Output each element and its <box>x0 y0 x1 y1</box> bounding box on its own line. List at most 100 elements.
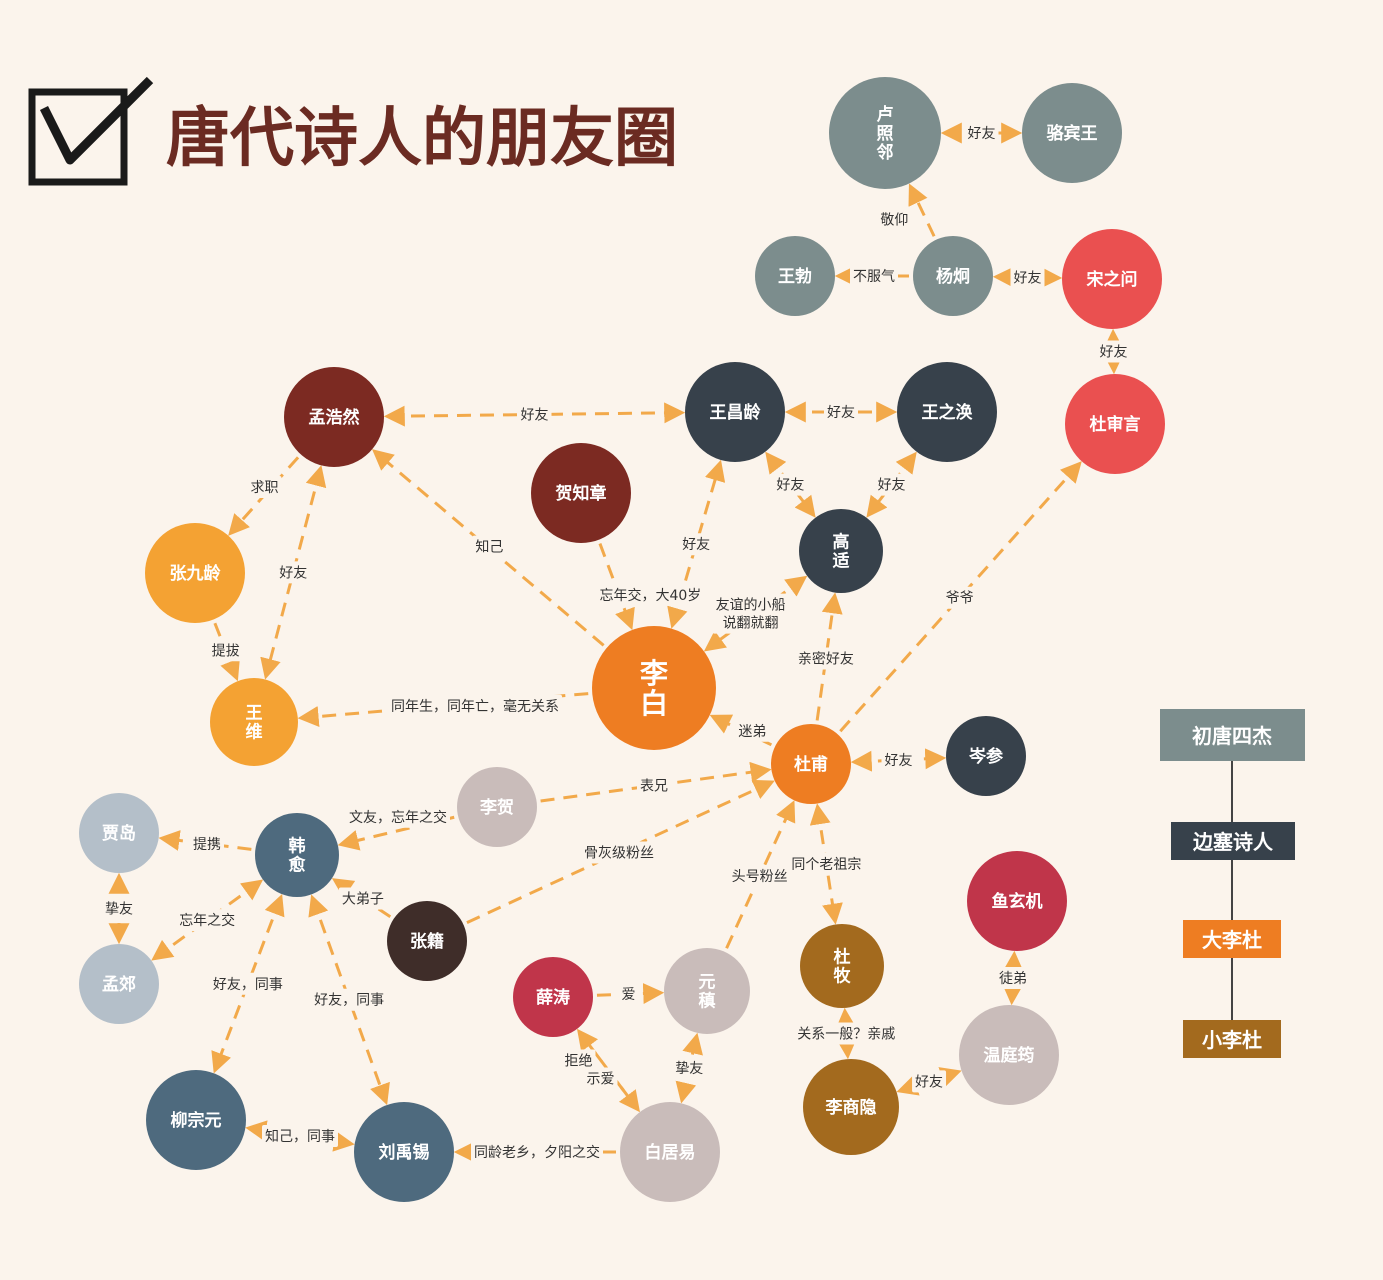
node-circle-dufu <box>771 724 851 804</box>
edge-label-xuetao-yuanzhen: 爱 <box>622 987 636 1003</box>
edge-label-hanyu-liuzongyuan: 好友，同事 <box>213 977 283 993</box>
edge-label-xuetao-baijuyi: 示爱 <box>586 1072 614 1088</box>
edge-label-bg <box>311 988 388 1011</box>
node-label-wangbo: 王勃 <box>778 266 812 287</box>
edge-label-menghaoran-wangwei: 好友 <box>279 565 307 581</box>
edge-label-bg <box>773 473 808 496</box>
edge-label-bg <box>190 832 225 855</box>
node-label-liuzongyuan: 柳宗元 <box>171 1110 222 1131</box>
node-circle-lu <box>829 77 941 189</box>
node-label-dumu: 杜牧 <box>834 947 852 987</box>
node-label-zhangjiuling: 张九龄 <box>170 563 222 584</box>
node-circle-zhangjiuling <box>145 523 245 623</box>
node-luo: 骆宾王 <box>1022 83 1122 183</box>
node-label-yuanzhen: 元稹 <box>699 973 716 1012</box>
edge-label-bg <box>850 265 898 287</box>
edge-label-bg <box>561 1049 596 1072</box>
node-xuetao: 薛涛 <box>513 957 593 1037</box>
node-circle-menghaoran <box>284 367 384 467</box>
legend-box-early-tang <box>1160 709 1305 761</box>
node-label-lu: 卢照邻 <box>877 104 894 163</box>
node-circle-songzhiwen <box>1062 229 1162 329</box>
edge-label-wangchangling-gaoshi: 好友 <box>776 478 804 494</box>
node-yangjiong: 杨炯 <box>913 236 993 316</box>
node-circle-censhen <box>946 716 1026 796</box>
edge-label-yangjiong-wangbo: 不服气 <box>853 269 895 285</box>
node-circle-wentingyun <box>959 1005 1059 1105</box>
node-circle-libai <box>592 626 716 750</box>
edge-label-dufu-dumu: 同个老祖宗 <box>791 857 861 873</box>
node-label-mengjiao: 孟郊 <box>102 974 136 995</box>
edge-label-dufu-dushenyan: 爷爷 <box>946 591 974 607</box>
edge-label-bg <box>735 719 770 742</box>
node-wangbo: 王勃 <box>755 236 835 316</box>
edge-lihe-hanyu <box>337 815 455 851</box>
node-label-gaoshi: 高适 <box>833 532 850 572</box>
edge-label-bg <box>583 1067 618 1090</box>
edge-dufu-censhen <box>850 748 947 772</box>
edge-label-bg <box>824 401 858 423</box>
edge-label-bg <box>672 1057 707 1080</box>
node-baijuyi: 白居易 <box>620 1102 720 1202</box>
node-gaoshi: 高适 <box>799 509 883 593</box>
node-yuanzhen: 元稹 <box>664 948 750 1034</box>
edge-label-hanyu-liuyuxi: 好友，同事 <box>314 993 384 1009</box>
node-label-yuxuanji: 鱼玄机 <box>992 891 1043 912</box>
edge-label-libai-wangchangling: 好友 <box>682 537 710 553</box>
edge-label-gaoshi-libai: 友谊的小船说翻就翻 <box>716 598 786 632</box>
node-circle-wangchangling <box>685 362 785 462</box>
edge-label-zhangjiuling-wangwei: 提拔 <box>212 643 240 659</box>
node-circle-liuzongyuan <box>146 1070 246 1170</box>
node-liuyuxi: 刘禹锡 <box>354 1102 454 1202</box>
legend-label-small-li-du: 小李杜 <box>1202 1028 1262 1052</box>
edge-label-menghaoran-wangchangling: 好友 <box>521 408 549 424</box>
node-label-baijuyi: 白居易 <box>645 1142 696 1163</box>
legend-label-frontier: 边塞诗人 <box>1192 830 1274 854</box>
edge-yangjiong-lu <box>908 183 936 237</box>
node-circle-dushenyan <box>1065 374 1165 474</box>
edge-label-bg <box>788 853 865 876</box>
node-label-lishangyin: 李商隐 <box>826 1097 877 1118</box>
edge-label-hanyu-jiadao: 提携 <box>193 837 221 853</box>
node-libai: 李白 <box>592 626 716 750</box>
node-label-censhen: 岑参 <box>969 746 1003 767</box>
node-jiadao: 贾岛 <box>79 793 159 873</box>
node-wentingyun: 温庭筠 <box>959 1005 1059 1105</box>
edge-label-zhangji-dufu: 骨灰级粉丝 <box>584 846 654 862</box>
edge-dumu-lishangyin <box>835 1007 858 1060</box>
node-zhangjiuling: 张九龄 <box>145 523 245 623</box>
edge-label-bg <box>581 841 657 864</box>
edge-label-bg <box>388 694 563 717</box>
node-label-menghaoran: 孟浩然 <box>309 407 360 428</box>
node-label-liuyuxi: 刘禹锡 <box>379 1142 430 1163</box>
node-wangchangling: 王昌龄 <box>685 362 785 462</box>
edge-label-bg <box>471 1141 603 1163</box>
node-circle-wangzhihuan <box>897 362 997 462</box>
edge-label-bg <box>1010 266 1045 289</box>
edge-label-dumu-lishangyin: 关系一般？亲戚 <box>797 1027 895 1043</box>
node-label-hanyu: 韩愈 <box>289 836 307 876</box>
node-circle-dumu <box>800 924 884 1008</box>
edge-menghaoran-wangwei <box>260 465 327 680</box>
edge-hanyu-liuzongyuan <box>211 894 285 1074</box>
node-label-wangwei: 王维 <box>246 704 263 743</box>
node-wangwei: 王维 <box>210 678 298 766</box>
edge-label-bg <box>517 403 552 426</box>
edge-hanyu-liuyuxi <box>308 894 390 1106</box>
edge-label-bg <box>877 208 912 231</box>
legend-label-big-li-du: 大李杜 <box>1202 928 1262 952</box>
edge-label-menghaoran-zhangjiuling: 求职 <box>251 480 279 496</box>
edge-label-hezhizhang-libai: 忘年交，大40岁 <box>599 587 701 604</box>
edge-songzhiwen-dushenyan <box>1102 328 1125 375</box>
edge-label-libai-menghaoran: 知己 <box>475 539 503 556</box>
node-label-dushenyan: 杜审言 <box>1090 414 1141 435</box>
edge-wangchangling-gaoshi <box>765 451 816 518</box>
node-label-dufu: 杜甫 <box>794 754 828 775</box>
edge-label-wentingyun-yuxuanji: 徒弟 <box>999 971 1027 987</box>
node-circle-hanyu <box>255 813 339 897</box>
edge-dufu-gaoshi <box>815 592 843 721</box>
edge-label-bg <box>338 887 387 910</box>
edge-hanyu-jiadao <box>158 830 252 851</box>
edge-label-wangzhihuan-gaoshi: 好友 <box>878 478 906 494</box>
